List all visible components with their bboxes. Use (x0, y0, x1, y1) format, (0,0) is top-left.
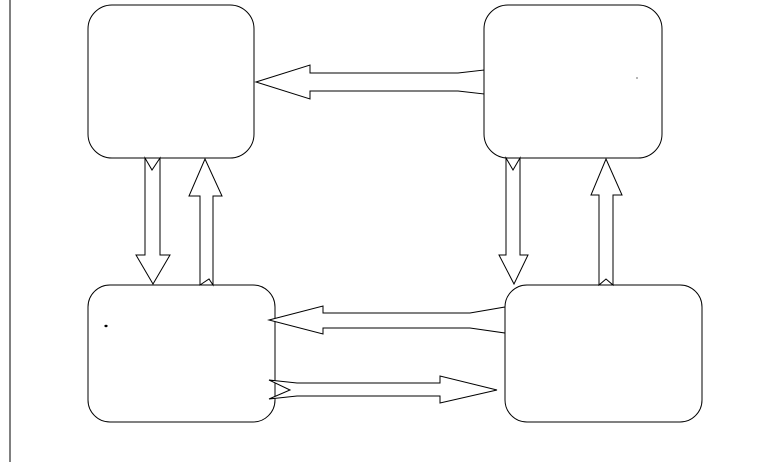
arrow-bottom-left-to-bottom-right (268, 375, 498, 404)
node-top-right[interactable] (483, 4, 663, 159)
node-bottom-left[interactable] (87, 284, 276, 423)
arrow-bottom-left-to-top-left (188, 157, 223, 287)
speck-mark (104, 324, 108, 328)
node-top-left[interactable] (87, 4, 255, 159)
arrow-top-left-to-bottom-left (135, 156, 171, 285)
arrow-top-right-to-bottom-right (498, 156, 529, 286)
speck-mark (636, 77, 638, 79)
node-bottom-right[interactable] (504, 284, 703, 423)
arrow-bottom-right-to-top-right (590, 157, 623, 287)
arrow-top-right-to-top-left (254, 64, 485, 100)
arrow-bottom-right-to-bottom-left (267, 305, 506, 335)
